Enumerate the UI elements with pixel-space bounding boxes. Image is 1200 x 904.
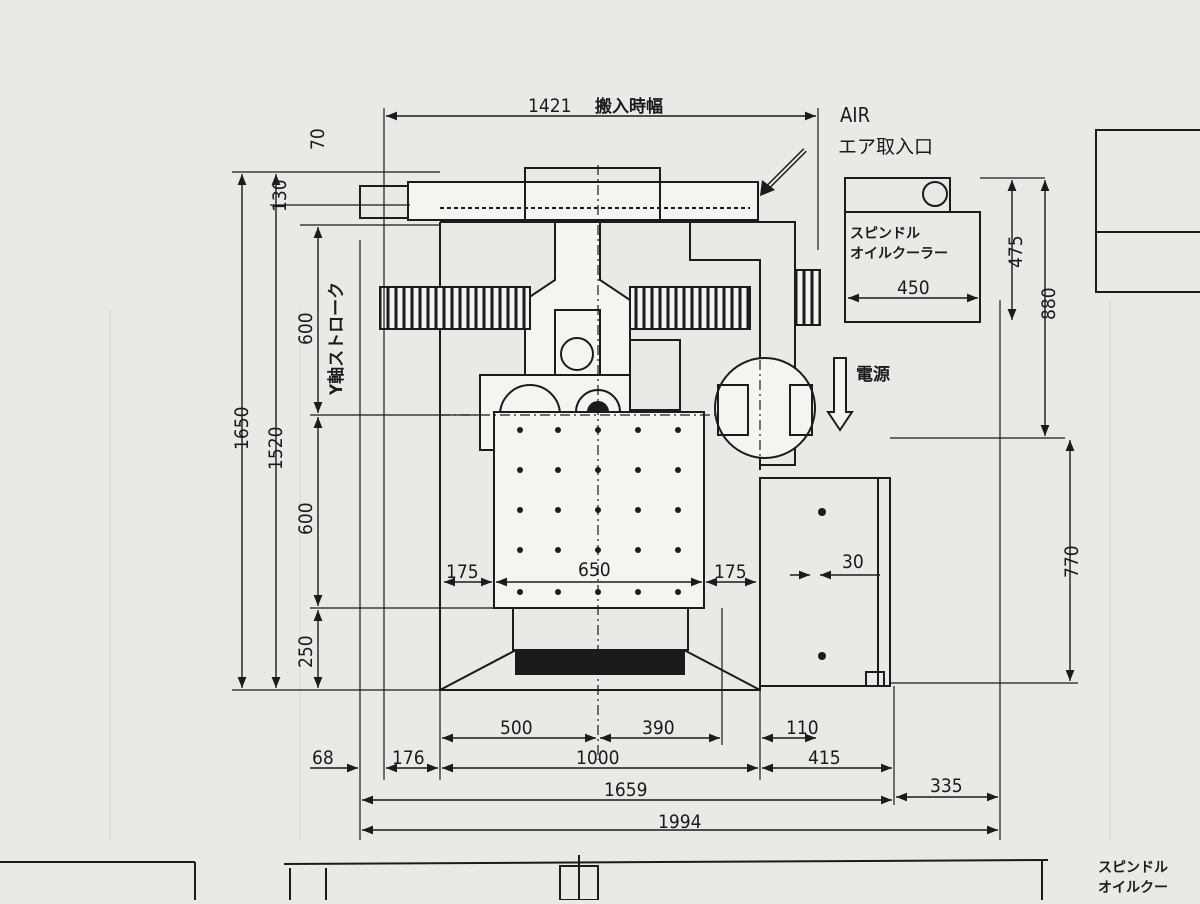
dim-415: 415 bbox=[808, 747, 841, 769]
width-note-label: 搬入時幅 bbox=[595, 96, 663, 117]
dim-335: 335 bbox=[930, 775, 963, 797]
dim-650: 650 bbox=[578, 559, 611, 581]
bottom-oil-cooler-label-2: オイルクー bbox=[1098, 880, 1168, 896]
title-block-frame bbox=[1095, 129, 1200, 293]
dim-600-lower: 600 bbox=[295, 502, 317, 535]
dim-175-left: 175 bbox=[446, 561, 479, 583]
oil-cooler-label-2: オイルクーラー bbox=[850, 246, 948, 262]
dim-390: 390 bbox=[642, 717, 675, 739]
power-arrow-icon bbox=[826, 357, 854, 432]
oil-cooler-label-1: スピンドル bbox=[850, 226, 920, 242]
dim-68: 68 bbox=[312, 747, 334, 769]
dim-475: 475 bbox=[1005, 235, 1027, 268]
dim-70: 70 bbox=[307, 128, 329, 150]
dim-110: 110 bbox=[786, 717, 819, 739]
dim-30: 30 bbox=[842, 551, 864, 573]
dim-250: 250 bbox=[295, 635, 317, 668]
dim-1000: 1000 bbox=[576, 747, 620, 769]
air-inlet-label: エア取入口 bbox=[838, 136, 933, 158]
dim-1659: 1659 bbox=[604, 779, 648, 801]
dim-1994: 1994 bbox=[658, 811, 702, 833]
table-markers bbox=[517, 427, 826, 660]
dim-450: 450 bbox=[897, 277, 930, 299]
outline-drawing bbox=[359, 167, 981, 691]
dim-1421: 1421 bbox=[528, 95, 572, 117]
dim-arrows-single bbox=[310, 570, 880, 773]
dim-500: 500 bbox=[500, 717, 533, 739]
air-label: AIR bbox=[840, 103, 870, 127]
y-stroke-label: Y軸ストローク bbox=[326, 282, 347, 396]
dimension-lines bbox=[237, 111, 1075, 835]
dim-600-upper: 600 bbox=[295, 312, 317, 345]
power-label: 電源 bbox=[856, 364, 890, 385]
dim-1650: 1650 bbox=[231, 407, 253, 451]
bottom-oil-cooler-label-1: スピンドル bbox=[1098, 860, 1168, 876]
center-lines bbox=[440, 165, 761, 760]
dim-175-right: 175 bbox=[714, 561, 747, 583]
dim-130: 130 bbox=[269, 179, 291, 212]
paper-grid bbox=[109, 300, 1111, 840]
extension-lines bbox=[232, 108, 1078, 840]
air-arrow-icon bbox=[760, 148, 807, 196]
dim-880: 880 bbox=[1038, 287, 1060, 320]
bottom-partial-view bbox=[0, 855, 1049, 901]
dim-770: 770 bbox=[1061, 545, 1083, 578]
dim-176: 176 bbox=[392, 747, 425, 769]
dim-1520: 1520 bbox=[265, 427, 287, 471]
